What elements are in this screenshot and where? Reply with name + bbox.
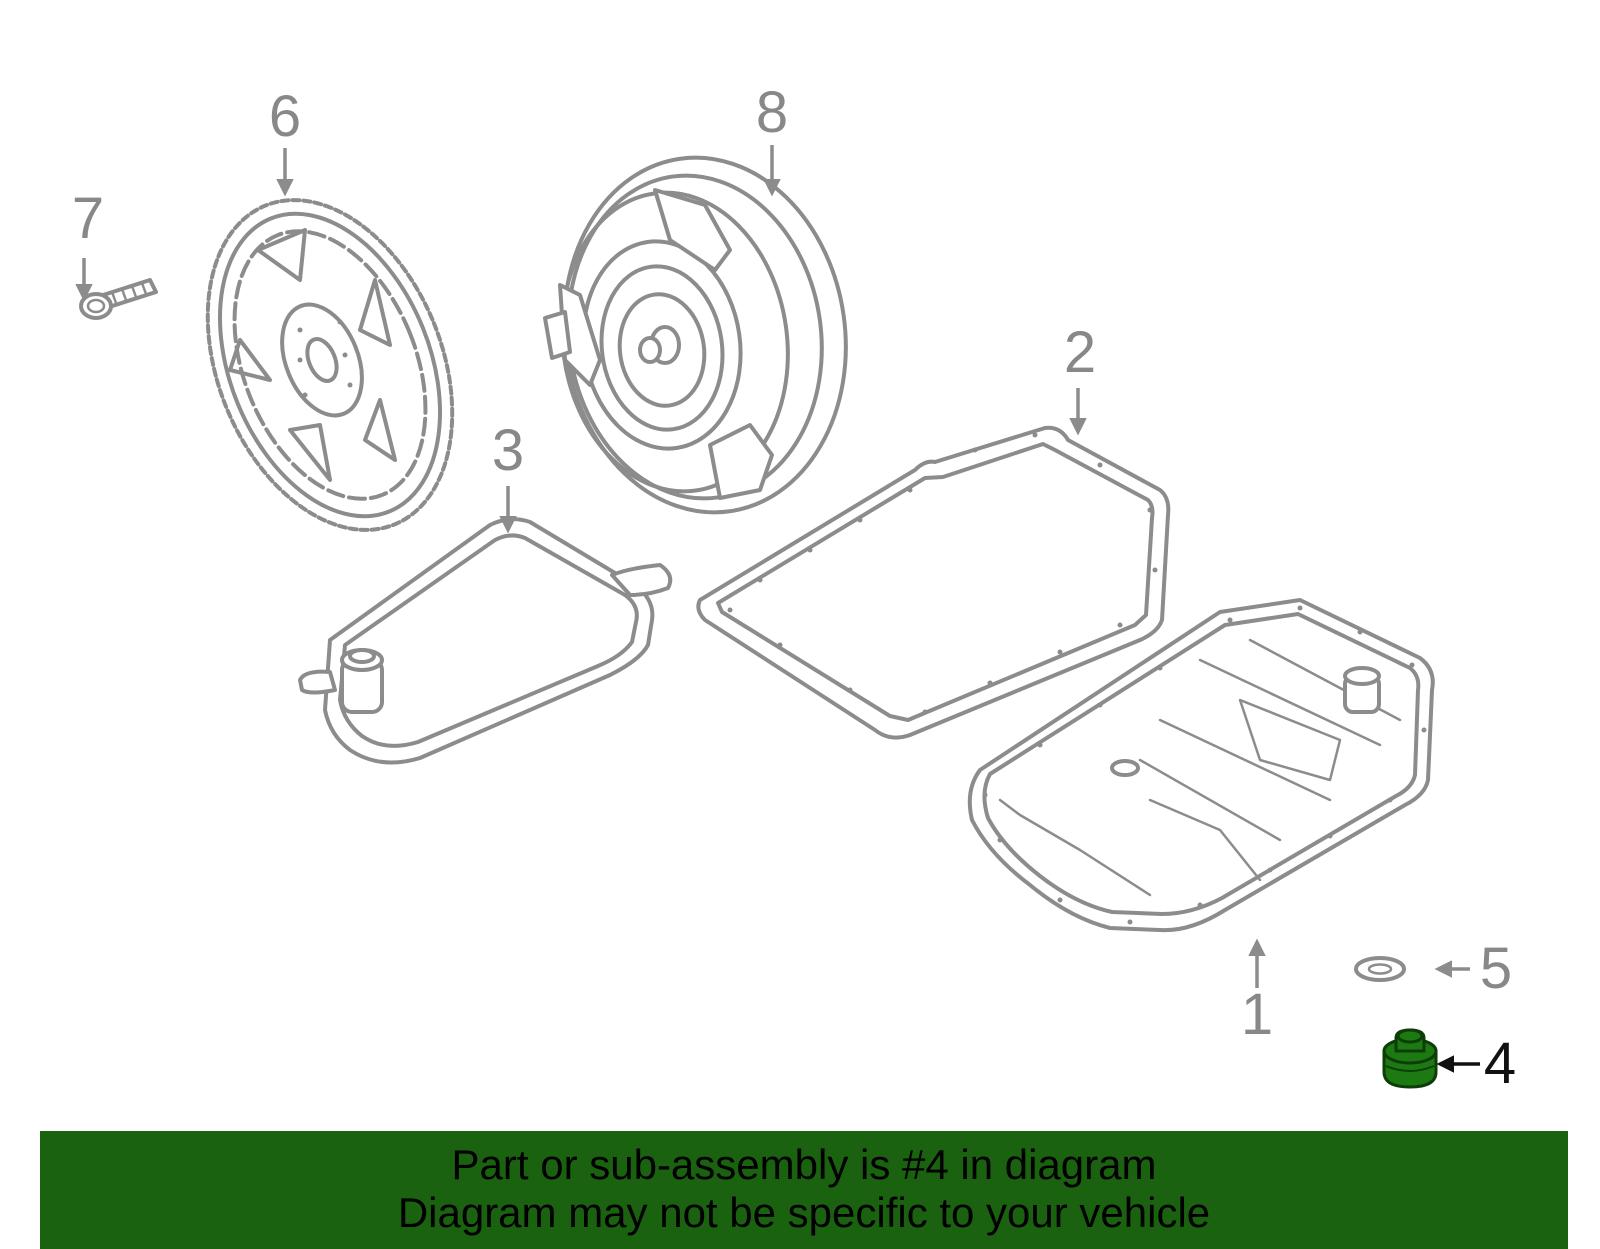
gasket-holes [727, 432, 1158, 715]
callout-label-8: 8 [756, 80, 788, 145]
filter-part-3[interactable] [298, 517, 673, 765]
gasket-part-2[interactable] [696, 425, 1171, 740]
info-banner: Part or sub-assembly is #4 in diagram Di… [40, 1131, 1568, 1249]
drain-plug-part-4[interactable] [1382, 1028, 1438, 1089]
oil-pan-part-1[interactable] [967, 598, 1435, 933]
callout-label-6: 6 [269, 84, 301, 149]
oil-pan-holes [982, 605, 1427, 925]
washer-part-5[interactable] [1354, 956, 1406, 982]
callout-label-3: 3 [492, 418, 524, 483]
banner-line-part-number: Part or sub-assembly is #4 in diagram [451, 1141, 1157, 1188]
callout-labels: 6 7 8 3 2 1 5 4 [72, 80, 1516, 1096]
banner-line-disclaimer: Diagram may not be specific to your vehi… [397, 1189, 1211, 1236]
callout-label-7: 7 [72, 186, 104, 251]
callout-leaders [75, 145, 1480, 1073]
bolt-part-7[interactable] [79, 278, 158, 320]
parts-diagram: 6 7 8 3 2 1 5 4 [72, 80, 1516, 1096]
callout-label-5: 5 [1480, 936, 1512, 1001]
callout-label-4: 4 [1484, 1031, 1516, 1096]
callout-label-1: 1 [1241, 982, 1273, 1047]
callout-label-2: 2 [1064, 320, 1096, 385]
flexplate-part-6[interactable] [162, 164, 499, 567]
torque-converter-part-8[interactable] [542, 139, 869, 531]
